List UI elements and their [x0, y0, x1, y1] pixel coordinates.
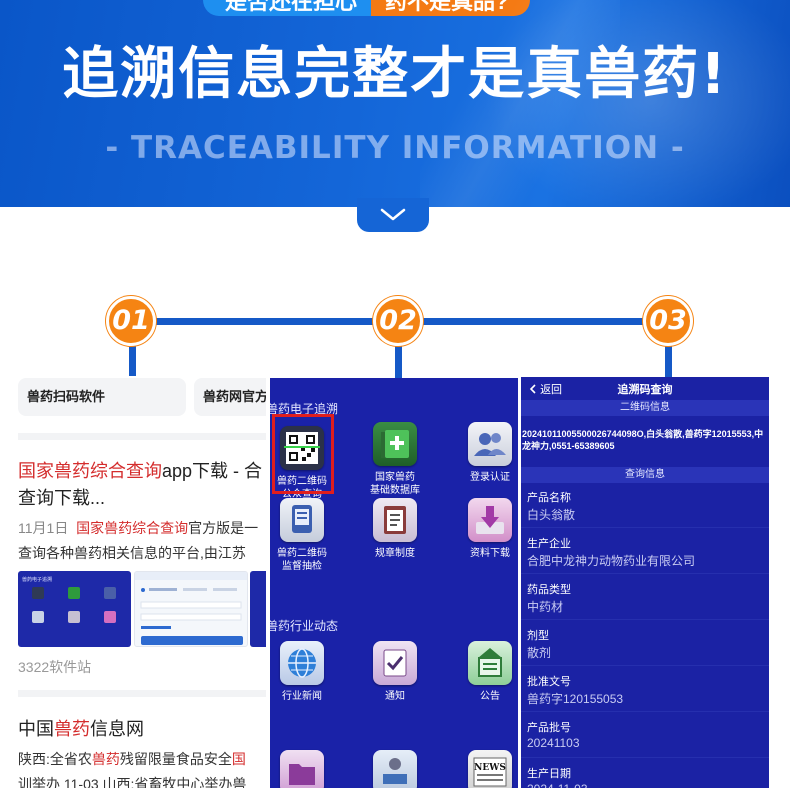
result-source: 3322软件站: [18, 659, 92, 675]
result-snippet: 11月1日 国家兽药综合查询官方版是一: [18, 520, 259, 536]
app-qr-public-query[interactable]: 兽药二维码公众查询: [270, 426, 342, 501]
chevron-down-icon: [380, 208, 406, 221]
info-row-product-name: 产品名称 白头翁散: [521, 483, 769, 528]
step-badge-1: 01: [106, 296, 156, 346]
reading-icon: [373, 750, 417, 788]
folder-icon: [280, 750, 324, 788]
info-row-manufacturer: 生产企业 合肥中龙神力动物药业有限公司: [521, 529, 769, 574]
info-row-dosage-form: 剂型 散剂: [521, 621, 769, 666]
section-title-news: 兽药行业动态: [270, 619, 339, 633]
search-suggestion-chip[interactable]: 兽药网官方: [194, 378, 266, 416]
search-screenshot: 兽药扫码软件 兽药网官方 国家兽药综合查询app下载 - 合查询下载... 11…: [0, 376, 266, 788]
info-row-approval-number: 批准文号 兽药字120155053: [521, 667, 769, 712]
info-value: 白头翁散: [527, 508, 576, 522]
download-tray-icon: [468, 498, 512, 542]
back-button[interactable]: 返回: [529, 381, 562, 397]
detail-screenshot: 返回 追溯码查询 二维码信息 20241011005500026744098O,…: [521, 377, 769, 788]
section-header-info: 查询信息: [521, 467, 769, 483]
app-study[interactable]: [355, 750, 435, 788]
headline: 追溯信息完整才是真兽药!: [62, 42, 728, 107]
question-tag-left: 是否还在担心: [203, 0, 372, 16]
clipboard-icon: [373, 498, 417, 542]
info-row-production-date: 生产日期 2024-11-03: [521, 759, 769, 788]
result-title[interactable]: 中国兽药信息网: [18, 719, 144, 739]
document-scan-icon: [280, 498, 324, 542]
info-key: 产品名称: [527, 492, 571, 504]
svg-text:兽药电子追溯: 兽药电子追溯: [22, 576, 52, 583]
info-row-batch-number: 产品批号 20241103: [521, 713, 769, 758]
chevron-down-tab: [357, 198, 429, 232]
globe-icon: [280, 641, 324, 685]
divider: [18, 690, 266, 697]
database-book-icon: [373, 422, 417, 466]
header-banner: 是否还在担心 药不是真品? 追溯信息完整才是真兽药! - TRACEABILIT…: [0, 0, 790, 207]
app-screenshot: 兽药电子追溯 兽药二维码公众查询: [270, 378, 518, 788]
highlight-frame: [272, 414, 334, 494]
question-tag: 是否还在担心 药不是真品?: [203, 0, 531, 16]
step-drop-3: [665, 318, 672, 380]
info-value: 兽药字120155053: [527, 692, 624, 706]
info-value: 20241103: [527, 736, 580, 750]
section-header-code: 二维码信息: [521, 400, 769, 416]
code-content: 20241011005500026744098O,白头翁散,兽药字1201555…: [522, 429, 764, 451]
result-thumbnail[interactable]: [250, 571, 266, 647]
chevron-left-icon: [529, 384, 536, 394]
info-key: 产品批号: [527, 722, 571, 734]
nav-title: 追溯码查询: [617, 384, 673, 396]
info-key: 生产企业: [527, 538, 571, 550]
app-download[interactable]: 资料下载: [450, 498, 518, 560]
section-title-trace: 兽药电子追溯: [270, 402, 339, 416]
nav-bar: 返回 追溯码查询: [521, 377, 769, 399]
result-title[interactable]: 国家兽药综合查询app下载 - 合查询下载...: [18, 461, 263, 508]
info-value: 中药材: [527, 600, 564, 614]
app-regulations[interactable]: 规章制度: [355, 498, 435, 560]
board-icon: [468, 641, 512, 685]
info-key: 药品类型: [527, 584, 571, 596]
result-thumbnail[interactable]: 兽药电子追溯: [18, 571, 131, 647]
app-announcement[interactable]: 公告: [450, 641, 518, 703]
result-snippet: 陕西:全省农兽药残留限量食品安全国: [18, 751, 246, 767]
info-key: 批准文号: [527, 676, 571, 688]
step-badge-3: 03: [643, 296, 693, 346]
info-key: 剂型: [527, 630, 549, 642]
subheadline: - TRACEABILITY INFORMATION -: [105, 130, 685, 166]
users-icon: [468, 422, 512, 466]
info-value: 散剂: [527, 646, 552, 660]
step-drop-1: [129, 318, 136, 380]
app-national-database[interactable]: 国家兽药基础数据库: [355, 422, 435, 497]
info-value: 合肥中龙神力动物药业有限公司: [527, 554, 696, 568]
newspaper-icon: NEWS: [468, 750, 512, 788]
app-industry-news[interactable]: 行业新闻: [270, 641, 342, 703]
step-badge-2: 02: [373, 296, 423, 346]
result-thumbnail[interactable]: [134, 571, 248, 647]
checklist-icon: [373, 641, 417, 685]
question-tag-right: 药不是真品?: [371, 0, 531, 16]
app-folder[interactable]: [270, 750, 342, 788]
app-notice[interactable]: 通知: [355, 641, 435, 703]
info-key: 生产日期: [527, 768, 571, 780]
app-news[interactable]: NEWS: [450, 750, 518, 788]
app-qr-inspection[interactable]: 兽药二维码监督抽检: [270, 498, 342, 573]
divider: [18, 433, 266, 440]
app-login-auth[interactable]: 登录认证: [450, 422, 518, 484]
result-snippet: 查询各种兽药相关信息的平台,由江苏: [18, 545, 246, 561]
news-badge: NEWS: [474, 763, 506, 773]
search-suggestion-chip[interactable]: 兽药扫码软件: [18, 378, 186, 416]
info-row-drug-type: 药品类型 中药材: [521, 575, 769, 620]
step-drop-2: [395, 318, 402, 380]
info-value: 2024-11-03: [527, 782, 588, 788]
qr-code-icon: [280, 426, 324, 470]
result-snippet: 训举办 11-03 山西:省畜牧中心举办兽: [18, 776, 247, 788]
